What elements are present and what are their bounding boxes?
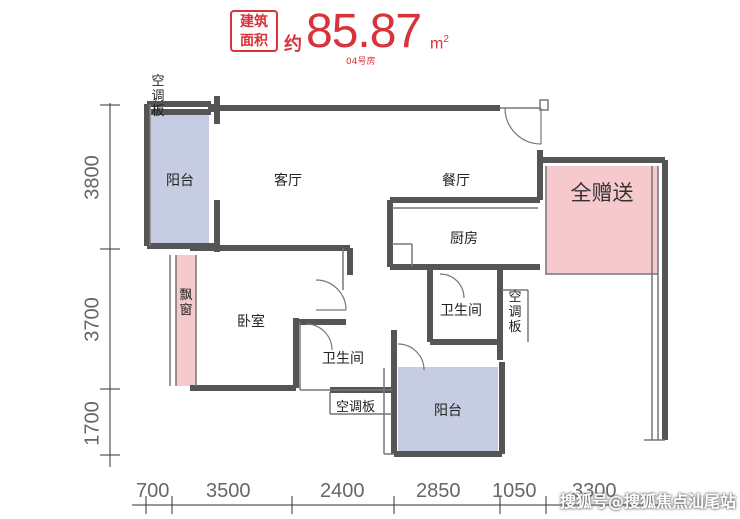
area-unit: m2 xyxy=(430,34,449,53)
dim-v-3: 1700 xyxy=(81,401,104,446)
gift-label: 全赠送 xyxy=(570,181,634,205)
dimension-lines xyxy=(100,103,662,514)
watermark: 搜狐号@搜狐焦点汕尾站 xyxy=(560,492,737,511)
area-badge: 建筑 面积 xyxy=(230,10,278,52)
room-balcony-2: 阳台 xyxy=(434,403,462,419)
dim-h-6: 3300 xyxy=(572,480,617,502)
balcony-bottom-fill xyxy=(398,367,498,451)
dim-h-3: 2400 xyxy=(320,480,365,502)
unit-number: 04号房 xyxy=(346,57,376,67)
balcony-left-fill xyxy=(151,112,209,244)
room-bay-window: 飘窗 xyxy=(179,288,193,318)
area-value: 85.87 xyxy=(306,5,422,58)
dim-h-1: 700 xyxy=(136,480,170,502)
badge-line1: 建筑 xyxy=(240,14,268,30)
room-bath-2: 卫生间 xyxy=(322,351,364,367)
badge-line2: 面积 xyxy=(240,33,268,49)
area-header: 建筑 面积 约 85.87 m2 04号房 xyxy=(230,4,460,68)
dim-h-4: 2850 xyxy=(416,480,461,502)
room-bath-1: 卫生间 xyxy=(440,303,482,319)
room-bedroom: 卧室 xyxy=(237,314,265,330)
dim-h-5: 1050 xyxy=(492,480,537,502)
room-living: 客厅 xyxy=(274,173,302,189)
room-ac-bottom: 空调板 xyxy=(336,400,376,415)
bay-window-fill xyxy=(176,255,196,386)
room-ac-right: 空调板 xyxy=(508,290,522,335)
room-dining: 餐厅 xyxy=(442,173,470,189)
walls xyxy=(144,96,668,457)
room-kitchen: 厨房 xyxy=(450,231,478,247)
dim-v-2: 3700 xyxy=(81,297,104,342)
room-balcony-1: 阳台 xyxy=(166,173,194,189)
unit-base: m xyxy=(430,35,444,53)
approx-label: 约 xyxy=(284,34,302,55)
gift-area-fill xyxy=(546,166,658,274)
unit-sup: 2 xyxy=(443,34,449,45)
dim-v-1: 3800 xyxy=(81,155,104,200)
room-ac-top: 空调板 xyxy=(151,74,165,119)
dim-h-2: 3500 xyxy=(206,480,251,502)
